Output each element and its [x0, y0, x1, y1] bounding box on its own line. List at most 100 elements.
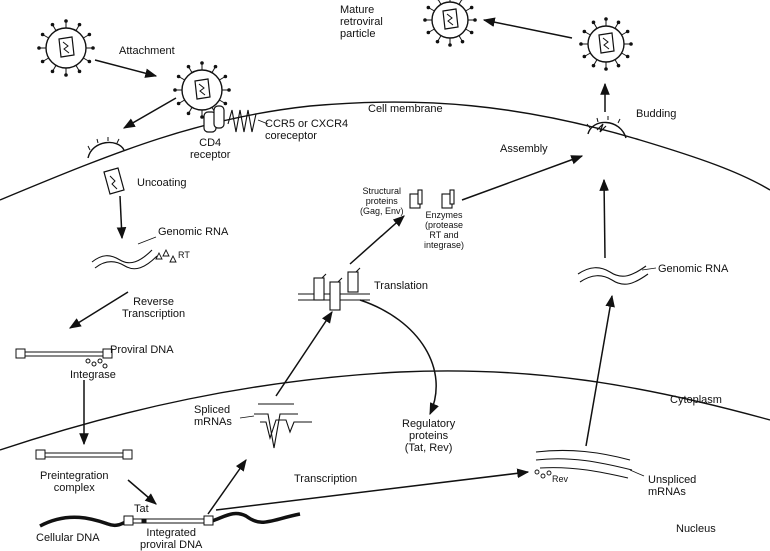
arrow-reverse-transcription [70, 292, 128, 328]
virus-spike-tip [470, 6, 474, 10]
virus-spike-tip [51, 23, 55, 27]
uncoating-capsid [104, 168, 124, 194]
arrow-transcription [216, 472, 528, 510]
virus-spike-tip [41, 33, 45, 37]
virus-spike-tip [592, 64, 596, 68]
virus-spike-tip [173, 88, 177, 92]
rev-dots [535, 470, 551, 478]
genomic-rna-top-leader [138, 237, 156, 244]
virus-spike-tip [583, 30, 587, 34]
label-assembly: Assembly [500, 143, 548, 155]
label-integrase: Integrase [70, 369, 116, 381]
virus-spike-tip [579, 42, 583, 46]
label-proviral-dna: Proviral DNA [110, 344, 174, 356]
virus-spike-tip [470, 31, 474, 35]
label-ccr5-coreceptor: CCR5 or CXCR4 coreceptor [265, 118, 348, 142]
virus-spike-tip [224, 75, 228, 79]
virus-spike-tip [227, 88, 231, 92]
arrow-to-mature [484, 20, 572, 38]
arrow-uncoating-to-rna [120, 196, 122, 238]
label-rev: Rev [552, 474, 568, 484]
virus-spike-tip [214, 65, 218, 69]
proviral-dna-shape [16, 349, 112, 368]
virus-spike-tip [177, 102, 181, 106]
rt-triangles [156, 250, 176, 262]
label-preintegration-complex: Preintegration complex [40, 470, 109, 494]
preintegration-complex-shape [36, 450, 132, 459]
coreceptor-coil [228, 110, 256, 132]
label-cytoplasm: Cytoplasm [670, 394, 722, 406]
label-genomic-rna-top: Genomic RNA [158, 226, 228, 238]
virus-spike-tip [41, 60, 45, 64]
label-transcription: Transcription [294, 473, 357, 485]
virus-particle-mature [423, 0, 477, 47]
structural-protein-shape [410, 190, 422, 208]
virus-particle-budded [579, 17, 633, 71]
spliced-mrnas-shape [254, 404, 312, 448]
virus-spike-tip [604, 17, 608, 21]
nuclear-membrane-line [0, 371, 770, 450]
virus-spike-tip [91, 46, 95, 50]
label-spliced-mrnas: Spliced mRNAs [194, 404, 232, 428]
virus-spike-tip [427, 31, 431, 35]
label-unspliced-mrnas: Unspliced mRNAs [648, 474, 696, 498]
genomic-rna-right-leader [642, 268, 656, 270]
arrow-attachment [95, 60, 156, 76]
virus-spike-tip [448, 43, 452, 47]
virus-spike-tip [78, 23, 82, 27]
translation-ribosome-shape [298, 268, 370, 310]
virus-spike-tip [88, 33, 92, 37]
virus-spike-tip [200, 115, 204, 119]
virus-spike-tip [592, 21, 596, 25]
virus-spike-tip [626, 30, 630, 34]
virus-spike-tip [78, 70, 82, 74]
virus-spike-tip [604, 67, 608, 71]
label-regulatory-proteins: Regulatory proteins (Tat, Rev) [402, 418, 455, 454]
label-nucleus: Nucleus [676, 523, 716, 535]
virus-spike-tip [177, 75, 181, 79]
label-integrated-proviral-dna: Integrated proviral DNA [140, 527, 202, 551]
arrow-preintegration-to-tat [128, 480, 156, 504]
virus-spike [459, 0, 463, 4]
label-tat: Tat [134, 503, 149, 515]
label-rt: RT [178, 250, 190, 260]
unspliced-leader [630, 470, 644, 476]
arrow-spliced-to-translation [276, 312, 332, 396]
cellular-dna-strand-right [212, 513, 300, 522]
virus-spike-tip [473, 18, 477, 22]
label-attachment: Attachment [119, 45, 175, 57]
virus-spike-tip [64, 19, 68, 23]
label-translation: Translation [374, 280, 428, 292]
virus-spike-tip [626, 55, 630, 59]
label-budding: Budding [636, 108, 676, 120]
arrow-genomic-to-assembly [604, 180, 605, 258]
arrow-to-spliced [208, 460, 246, 514]
arrow-to-uncoating [124, 98, 176, 128]
virus-spike-tip [224, 102, 228, 106]
label-cell-membrane: Cell membrane [368, 103, 443, 115]
label-genomic-rna-right: Genomic RNA [658, 263, 728, 275]
virus-spike-tip [88, 60, 92, 64]
label-cd4-receptor: CD4 receptor [190, 137, 230, 161]
budding-rna-squiggle [597, 124, 606, 132]
virus-spike-tip [461, 40, 465, 44]
virus-spike-tip [187, 65, 191, 69]
arrow-to-regulatory [360, 300, 436, 414]
label-uncoating: Uncoating [137, 177, 187, 189]
label-structural-proteins: Structural proteins (Gag, Env) [360, 186, 404, 216]
virus-spike-tip [64, 73, 68, 77]
virus-spike-tip [51, 70, 55, 74]
label-reverse-transcription: Reverse Transcription [122, 296, 185, 320]
label-cellular-dna: Cellular DNA [36, 532, 100, 544]
virus-spike-tip [583, 55, 587, 59]
cellular-dna-strand [40, 517, 130, 526]
label-enzymes: Enzymes (protease RT and integrase) [424, 210, 464, 250]
enzyme-shape [442, 190, 454, 208]
arrow-unspliced-to-genomic [586, 296, 612, 446]
integrated-provirus-shape [124, 516, 213, 525]
label-mature-particle: Mature retroviral particle [340, 4, 383, 40]
genomic-rna-top-strands [92, 250, 157, 269]
virus-spike-tip [436, 40, 440, 44]
virus-spike-tip [629, 42, 633, 46]
